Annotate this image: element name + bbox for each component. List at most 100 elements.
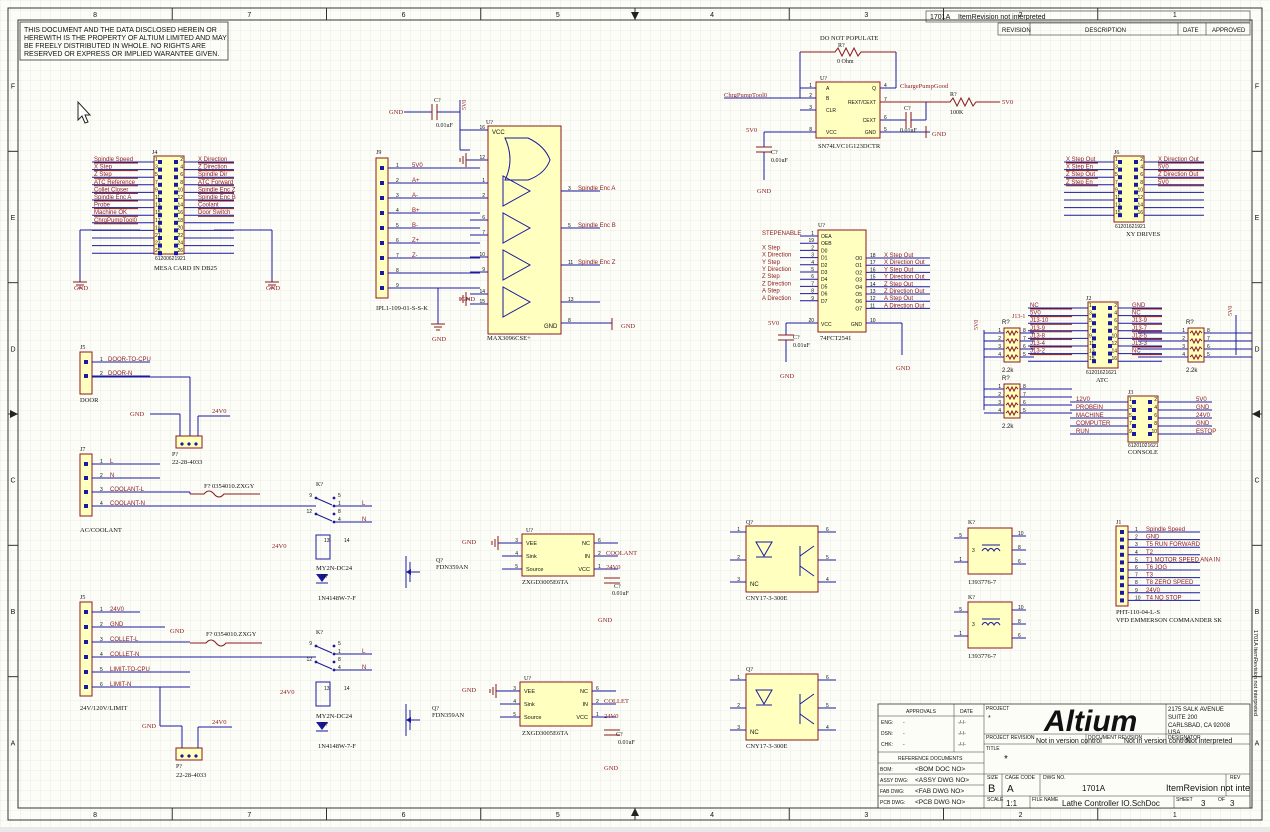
pin-number: 3 (1129, 405, 1132, 411)
resistor-dnp[interactable]: DO NOT POPULATE R? 0 Ohm (799, 35, 897, 98)
net-label: GND (1146, 535, 1160, 541)
tb-cage-value: A (1007, 784, 1014, 795)
mosfet-q-coolant[interactable]: Q? FDN359AN (405, 556, 468, 588)
j9-name: IPL1-109-01-S-S-K (376, 305, 428, 312)
rev-col-date: DATE (1183, 28, 1199, 34)
pin-number: 6 (1154, 413, 1157, 419)
capacitor-c-top[interactable]: GND C? 0.01uF 5V0 (389, 98, 468, 150)
k-small1-name: 1393776-7 (968, 579, 997, 586)
frame-row-label: B (1255, 609, 1260, 616)
frame-col-label: 1 (1173, 12, 1177, 19)
net-label: Y Step Out (884, 267, 914, 273)
pin-label: D3 (821, 270, 828, 276)
p-limit-name: 22-28-4033 (176, 772, 206, 779)
j9-ref: J9 (376, 150, 381, 156)
pin-number: 16 (479, 125, 485, 131)
net-label: 5V0 (1196, 397, 1207, 403)
k-coolant-ref: K? (316, 482, 323, 488)
disclaimer-line-3: BE FREELY DISTRIBUTED IN WHOLE. NO RIGHT… (24, 43, 206, 50)
fuse-collet[interactable]: F? 0354010.ZXGY (190, 631, 262, 647)
rn-element (1189, 337, 1203, 345)
pin-label: VEE (526, 541, 537, 547)
frame-col-label: 4 (710, 812, 714, 819)
net-label: X Direction Out (1158, 157, 1199, 163)
capacitor-c-sn1[interactable]: C? 0.01uF (880, 102, 927, 134)
pin-number: 3 (809, 105, 812, 111)
pin-number: 4 (1182, 352, 1185, 358)
frame-col-label: 5 (556, 812, 560, 819)
pin-number: 8 (1018, 545, 1021, 551)
revision-tag: 1701A (930, 14, 951, 21)
ic-max3096[interactable]: U? VCC GND 1612126710914153511138Spindle… (459, 120, 635, 342)
f-collet-value: 0354010.ZXGY (214, 631, 257, 638)
header-p-limit[interactable]: P? 22-28-4033 GND 24V0 (142, 719, 232, 779)
pin-number: 5 (338, 493, 341, 499)
tb-document-revision-label: DOCUMENT REVISION (1088, 735, 1142, 741)
net-label: X Step Out (884, 253, 914, 259)
pin-number: 5 (1207, 352, 1210, 358)
pin-marker (1108, 328, 1112, 333)
diode-d-coolant[interactable]: D? 1N4148W-7-F (316, 574, 356, 602)
capacitor-c-sn2[interactable]: C? 0.01uF (756, 131, 816, 180)
r-100k-net: 5V0 (1002, 99, 1013, 106)
resistor-100k[interactable]: R? 100K 5V0 (880, 92, 1013, 116)
connector-j2[interactable]: J2 1NC35V05J13-107J13-99J13-811J13-413J1… (1012, 296, 1162, 384)
frame-row-label: F (11, 84, 15, 91)
diode-d-collet[interactable]: D? 1N4148W-7-F (316, 722, 356, 750)
mosfet-q-collet[interactable]: Q? FDN359AN (405, 704, 464, 736)
pin-number: 5 (1115, 172, 1118, 178)
q-coolant-name: FDN359AN (436, 564, 468, 571)
pin-number: 3 (1089, 311, 1092, 317)
capacitor-c-zx1[interactable]: C? 0.01uF GND (598, 577, 630, 624)
tb-address-1: 2175 SALK AVENUE (1168, 707, 1224, 713)
pin-number: 3 (972, 548, 975, 554)
frame-center-arrow (631, 808, 639, 816)
rev-col-description: DESCRIPTION (1085, 28, 1126, 34)
j6-ref: J6 (1114, 150, 1119, 156)
fuse-coolant[interactable]: F? 0354010.ZXGY (190, 483, 260, 498)
pin-number: 1 (1135, 527, 1138, 533)
r-100k-value: 100K (950, 110, 964, 116)
capacitor-c-74[interactable]: C? 0.01uF (778, 322, 818, 362)
pin-number: 3 (1135, 542, 1138, 548)
net-label: Spindle Enc B (198, 195, 236, 201)
p-door-ref: P? (172, 452, 178, 458)
u-zx2-name: ZXGD3005E6TA (522, 730, 569, 737)
net-label: Y Step (762, 260, 781, 266)
k-collet-name: MY2N-DC24 (316, 713, 353, 720)
pin-number: 7 (1135, 573, 1138, 579)
pin-number: 1 (959, 631, 962, 637)
pin-label: NC (582, 541, 590, 547)
r-dnp-note: DO NOT POPULATE (820, 35, 878, 42)
pin-marker (380, 256, 384, 260)
pin-number: 1 (482, 178, 485, 184)
pin-marker (174, 190, 178, 195)
capacitor-c-zx2[interactable]: C? 0.01uF GND (604, 729, 636, 772)
f-collet-ref: F? (206, 631, 213, 638)
tb-project-revision-label: PROJECT REVISION (986, 735, 1035, 741)
u-max-vcc: VCC (492, 130, 505, 136)
pin-label: OEA (821, 234, 832, 240)
header-p-door[interactable]: P? 22-28-4033 GND 24V0 (130, 408, 230, 466)
pin-number: 7 (1129, 421, 1132, 427)
